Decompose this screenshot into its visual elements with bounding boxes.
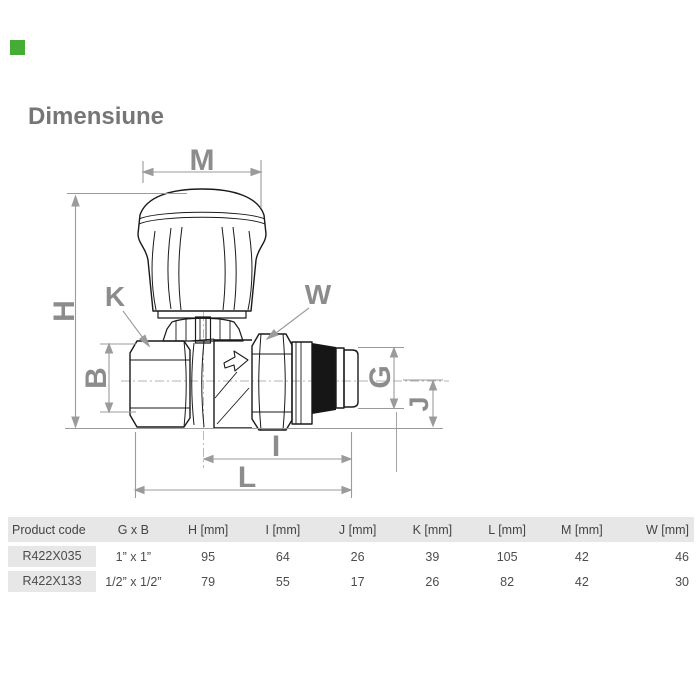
cell-i: 55 — [275, 574, 290, 589]
cell-l: 82 — [500, 574, 515, 589]
cell-j: 17 — [350, 574, 365, 589]
dim-I — [202, 454, 353, 464]
table-header-row: Product code G x B H [mm] I [mm] J [mm] … — [8, 517, 694, 542]
column-header-w: W [mm] — [645, 522, 689, 537]
dimension-labels: M H B K W G J I L — [48, 144, 434, 494]
cell-w: 46 — [675, 549, 689, 564]
dim-label-m: M — [190, 144, 215, 177]
valve-dimension-drawing: M H B K W G J I L — [48, 144, 449, 498]
column-header-k: K [mm] — [412, 522, 453, 537]
dim-label-j: J — [404, 396, 434, 411]
cell-h: 95 — [201, 549, 216, 564]
cell-product-code: R422X133 — [8, 571, 96, 592]
dim-J — [396, 379, 443, 472]
valve-bonnet — [162, 316, 244, 344]
table-row: R422X035 1” x 1” 95 64 26 39 105 42 46 — [8, 546, 694, 567]
column-header-l: L [mm] — [488, 522, 526, 537]
column-header-m: M [mm] — [561, 522, 603, 537]
dim-K-leader — [122, 310, 151, 348]
spec-table: Product code G x B H [mm] I [mm] J [mm] … — [8, 517, 694, 592]
cell-m: 42 — [574, 574, 589, 589]
dim-M — [141, 160, 263, 208]
dimension-lines — [65, 160, 443, 498]
flow-direction-arrow — [223, 350, 249, 372]
cell-k: 39 — [425, 549, 440, 564]
cell-h: 79 — [201, 574, 216, 589]
valve-center-body — [213, 339, 252, 429]
column-header-gxb: G x B — [117, 522, 149, 537]
cell-gxb: 1/2” x 1/2” — [105, 574, 162, 589]
dim-W-leader — [265, 307, 310, 341]
dim-label-b: B — [80, 367, 113, 389]
dim-label-g: G — [364, 365, 397, 388]
table-row: R422X133 1/2” x 1/2” 79 55 17 26 82 42 3… — [8, 571, 694, 592]
valve-body-art — [129, 188, 359, 431]
cell-i: 64 — [275, 549, 290, 564]
column-header-product-code: Product code — [12, 522, 86, 537]
column-header-h: H [mm] — [187, 522, 229, 537]
cell-l: 105 — [496, 549, 518, 564]
cell-j: 26 — [350, 549, 365, 564]
body-ring — [189, 338, 215, 428]
dim-L — [133, 432, 353, 498]
tailpiece — [291, 341, 359, 425]
dim-label-k: K — [105, 281, 125, 312]
dim-label-h: H — [48, 300, 81, 322]
dim-H — [65, 192, 443, 430]
column-header-i: I [mm] — [265, 522, 301, 537]
seal-band — [312, 343, 336, 414]
union-nut — [251, 333, 293, 431]
cell-product-code: R422X035 — [8, 546, 96, 567]
dim-G — [358, 346, 404, 410]
cell-gxb: 1” x 1” — [115, 549, 152, 564]
cell-k: 26 — [425, 574, 440, 589]
dim-label-w: W — [305, 279, 332, 310]
dim-B — [100, 342, 136, 414]
cell-m: 42 — [574, 549, 589, 564]
valve-knob — [137, 188, 267, 319]
dim-label-i: I — [272, 430, 280, 463]
page-title: Dimensiune — [28, 103, 165, 130]
column-header-j: J [mm] — [338, 522, 377, 537]
dim-label-l: L — [238, 461, 256, 494]
accent-square — [10, 40, 25, 55]
cell-w: 30 — [675, 574, 689, 589]
left-hex-nut — [129, 340, 191, 428]
